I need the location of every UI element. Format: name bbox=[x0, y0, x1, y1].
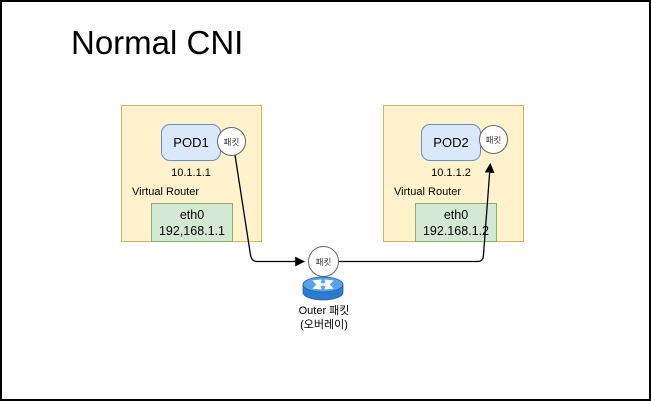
eth0-ip-1: 192,168.1.1 bbox=[158, 223, 226, 238]
router-icon bbox=[302, 276, 344, 301]
pod2-ip: 10.1.1.2 bbox=[431, 167, 471, 179]
pod2-box: POD2 bbox=[421, 124, 481, 161]
overlay-caption-line1: Outer 패킷 bbox=[298, 305, 350, 317]
packet-circle-pod2: 패킷 bbox=[479, 125, 508, 154]
eth0-ip-2: 192.168.1.2 bbox=[422, 223, 490, 238]
overlay-caption-line2: (오버레이) bbox=[300, 319, 348, 331]
eth0-label-1: eth0 bbox=[179, 207, 205, 222]
pod1-box: POD1 bbox=[161, 124, 221, 161]
packet-label-2: 패킷 bbox=[485, 134, 502, 145]
eth0-box-2: eth0 192.168.1.2 bbox=[415, 203, 497, 242]
virtual-router-box-1: POD1 10.1.1.1 Virtual Router eth0 192,16… bbox=[121, 105, 262, 242]
page-title: Normal CNI bbox=[71, 24, 244, 61]
virtual-router-label-2: Virtual Router bbox=[394, 186, 462, 198]
pod2-label: POD2 bbox=[433, 135, 469, 150]
eth0-label-2: eth0 bbox=[443, 207, 469, 222]
eth0-box-1: eth0 192,168.1.1 bbox=[151, 203, 233, 242]
pod1-label: POD1 bbox=[173, 135, 209, 150]
virtual-router-box-2: POD2 10.1.1.2 Virtual Router eth0 192.16… bbox=[383, 105, 524, 242]
packet-circle-overlay: 패킷 bbox=[308, 246, 339, 277]
packet-label-overlay: 패킷 bbox=[315, 256, 332, 267]
packet-label-1: 패킷 bbox=[223, 136, 240, 147]
packet-circle-pod1: 패킷 bbox=[217, 127, 246, 156]
virtual-router-label-1: Virtual Router bbox=[132, 186, 200, 198]
pod1-ip: 10.1.1.1 bbox=[171, 167, 211, 179]
